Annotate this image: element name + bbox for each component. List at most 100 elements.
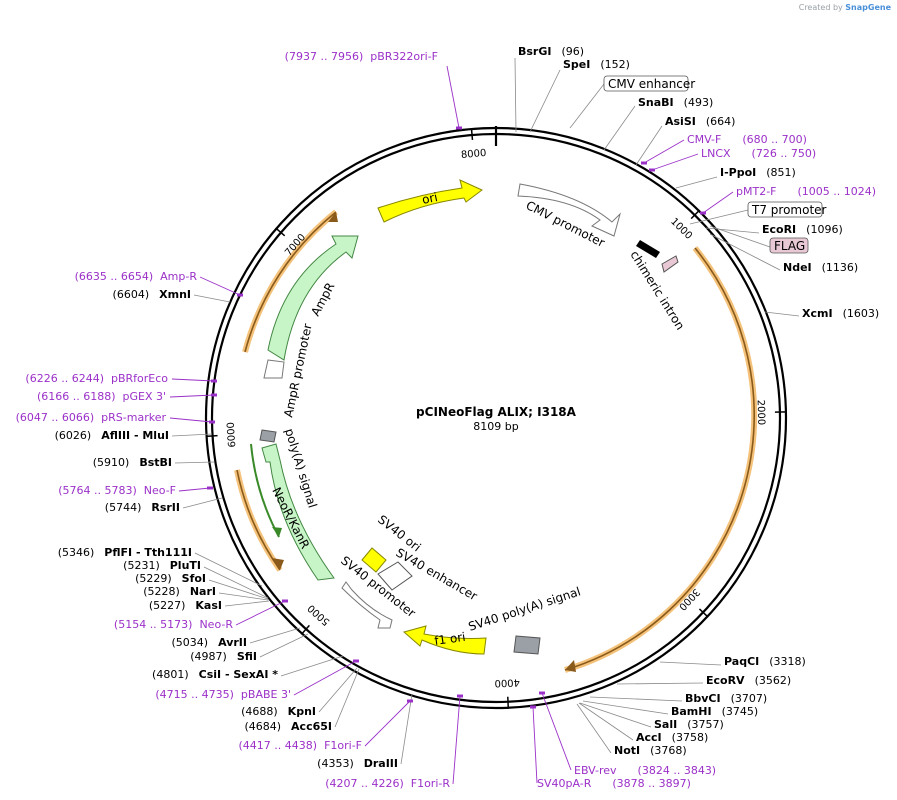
enzyme-site[interactable]: (4688)KpnI <box>241 705 316 718</box>
enzyme-site[interactable]: XcmI(1603) <box>802 307 879 320</box>
tick-mark <box>470 127 474 141</box>
enzyme-leader <box>182 497 223 509</box>
orf-ampr-arc <box>244 211 337 353</box>
enzyme-site[interactable]: (5910)BstBI <box>93 456 172 469</box>
feature-label[interactable]: CMV enhancer <box>608 77 695 91</box>
feature-label[interactable]: FLAG <box>774 239 805 253</box>
enzyme-position: (96) <box>561 45 584 58</box>
enzyme-name: RsrII <box>151 501 180 514</box>
enzyme-name: XcmI <box>802 307 833 320</box>
primer-leader <box>169 394 215 398</box>
enzyme-name: AccI <box>636 731 662 744</box>
primer-label[interactable]: (6166 .. 6188) pGEX 3' <box>37 390 166 403</box>
orf-neo-arrowhead <box>272 558 284 570</box>
primer-site-mark <box>209 420 215 424</box>
primer-site-mark <box>649 168 655 172</box>
primer-label[interactable]: CMV-F (680 .. 700) <box>687 133 807 146</box>
enzyme-site[interactable]: (5231)PluTI <box>123 559 201 572</box>
enzyme-site[interactable]: (5346)PflFI - Tth111I <box>58 546 192 559</box>
enzyme-site[interactable]: (5034)AvrII <box>172 636 247 649</box>
primer-label[interactable]: LNCX (726 .. 750) <box>701 147 816 160</box>
enzyme-site[interactable]: NdeI(1136) <box>783 261 858 274</box>
enzyme-site[interactable]: BamHI(3745) <box>671 705 758 718</box>
enzyme-name: SalI <box>654 718 677 731</box>
enzyme-leader <box>171 433 213 437</box>
flag-tag-box <box>661 255 679 273</box>
enzyme-position: (6604) <box>113 288 150 301</box>
primer-leader <box>178 487 211 492</box>
primer-site-mark <box>211 379 217 383</box>
feature-label[interactable]: SV40 poly(A) signal <box>467 584 583 634</box>
enzyme-position: (152) <box>600 58 630 71</box>
primer-label[interactable]: (6226 .. 6244) pBRforEco <box>25 372 168 385</box>
enzyme-site[interactable]: (5229)SfoI <box>135 572 206 585</box>
feature-leader <box>709 225 771 248</box>
enzyme-site[interactable]: (5744)RsrII <box>105 501 180 514</box>
enzyme-site[interactable]: (4801)CsiI - SexAI * <box>152 668 278 681</box>
enzyme-leader <box>193 294 231 303</box>
feature-leader <box>689 209 749 225</box>
enzyme-site[interactable]: (6604)XmnI <box>113 288 191 301</box>
enzyme-name: I-PpoI <box>720 166 756 179</box>
enzyme-position: (3745) <box>722 705 759 718</box>
enzyme-site[interactable]: (4987)SfiI <box>190 650 257 663</box>
enzyme-site[interactable]: (4684)Acc65I <box>244 720 332 733</box>
feature-label[interactable]: f1 ori <box>433 630 466 648</box>
enzyme-position: (4353) <box>317 757 354 770</box>
enzyme-leader <box>582 700 669 715</box>
primer-label[interactable]: (6635 .. 6654) Amp-R <box>75 270 198 283</box>
feature-label-box <box>769 237 809 254</box>
enzyme-leader <box>705 227 760 234</box>
primer-label[interactable]: (5154 .. 5173) Neo-R <box>114 618 233 631</box>
enzyme-name: Acc65I <box>291 720 332 733</box>
feature-label[interactable]: T7 promoter <box>751 203 827 217</box>
orf-alix-highlight <box>564 246 758 673</box>
enzyme-leader <box>578 702 634 741</box>
enzyme-site[interactable]: (5228)NarI <box>143 585 216 598</box>
primer-label[interactable]: (4207 .. 4226) F1ori-R <box>325 777 450 790</box>
feature-label[interactable]: chimeric intron <box>627 248 687 332</box>
enzyme-site[interactable]: SalI(3757) <box>654 718 724 731</box>
enzyme-site[interactable]: PaqCI(3318) <box>724 655 806 668</box>
tick-label: 4000 <box>494 676 520 688</box>
primer-leader <box>169 417 213 423</box>
primer-label[interactable]: SV40pA-R (3878 .. 3897) <box>537 777 691 790</box>
enzyme-name: BsrGI <box>518 45 551 58</box>
enzyme-leader <box>603 105 636 151</box>
primer-label[interactable]: pMT2-F (1005 .. 1024) <box>736 185 876 198</box>
primer-label[interactable]: (6047 .. 6066) pRS-marker <box>16 411 167 424</box>
enzyme-site[interactable]: (6026)AflIII - MluI <box>55 429 169 442</box>
enzyme-site[interactable]: I-PpoI(851) <box>720 166 796 179</box>
primer-leader <box>171 378 215 382</box>
enzyme-site[interactable]: BsrGI (96) <box>518 45 584 58</box>
enzyme-site[interactable]: BbvCI(3707) <box>685 692 767 705</box>
primer-label[interactable]: (4417 .. 4438) F1ori-F <box>239 739 362 752</box>
primer-label[interactable]: (4715 .. 4735) pBABE 3' <box>155 688 291 701</box>
enzyme-leader <box>400 693 413 765</box>
primer-label[interactable]: EBV-rev (3824 .. 3843) <box>574 764 716 777</box>
enzyme-site[interactable]: (4353)DraIII <box>317 757 398 770</box>
enzyme-name: AvrII <box>218 636 247 649</box>
enzyme-site[interactable]: SpeI(152) <box>563 58 630 71</box>
primer-label[interactable]: (5764 .. 5783) Neo-F <box>58 484 176 497</box>
enzyme-name: NarI <box>190 585 216 598</box>
enzyme-site[interactable]: (5227)KasI <box>149 599 222 612</box>
enzyme-leader <box>208 579 269 600</box>
enzyme-leader <box>318 667 358 713</box>
primer-label[interactable]: (7937 .. 7956) pBR322ori-F <box>285 50 438 63</box>
enzyme-site[interactable]: AccI(3758) <box>636 731 708 744</box>
plasmid-name: pCINeoFlag ALIX; I318A <box>416 405 577 419</box>
enzyme-position: (5229) <box>135 572 172 585</box>
enzyme-leader <box>194 552 263 587</box>
enzyme-site[interactable]: EcoRI(1096) <box>762 223 843 236</box>
enzyme-site[interactable]: EcoRV(3562) <box>706 674 791 687</box>
enzyme-leader <box>576 703 612 754</box>
enzyme-site[interactable]: AsiSI(664) <box>665 115 735 128</box>
enzyme-position: (5227) <box>149 599 186 612</box>
enzyme-name: AflIII - MluI <box>101 429 169 442</box>
enzyme-site[interactable]: SnaBI(493) <box>638 96 713 109</box>
enzyme-name: SfiI <box>237 650 257 663</box>
feature-label[interactable]: ori <box>421 190 439 207</box>
enzyme-site[interactable]: NotI(3768) <box>614 744 687 757</box>
enzyme-position: (1096) <box>806 223 843 236</box>
